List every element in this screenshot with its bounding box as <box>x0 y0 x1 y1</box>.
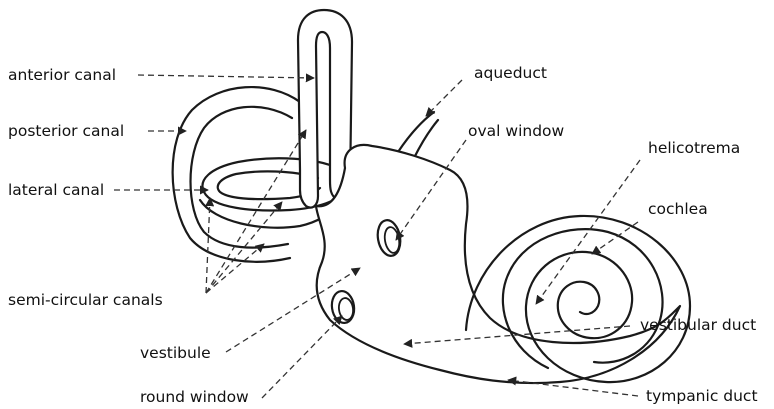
label-aqueduct: aqueduct <box>474 64 547 82</box>
aqueduct-shape <box>398 112 438 158</box>
label-helicotrema: helicotrema <box>648 139 740 157</box>
label-tympanic-duct: tympanic duct <box>646 387 758 405</box>
label-round-window: round window <box>140 388 249 406</box>
leader-aqueduct <box>426 80 462 116</box>
leader-anterior-canal <box>138 75 314 78</box>
label-vestibular-duct: vestibular duct <box>640 316 756 334</box>
leader-scc-1 <box>206 198 210 293</box>
label-anterior-canal: anterior canal <box>8 66 116 84</box>
label-oval-window: oval window <box>468 122 565 140</box>
lateral-canal-shape <box>202 158 345 210</box>
label-vestibule: vestibule <box>140 344 211 362</box>
leader-scc-2 <box>206 130 306 293</box>
label-lateral-canal: lateral canal <box>8 181 104 199</box>
label-posterior-canal: posterior canal <box>8 122 124 140</box>
leader-round-window <box>262 316 342 398</box>
label-semi-circular-canals: semi-circular canals <box>8 291 163 309</box>
leader-scc-4 <box>206 244 264 293</box>
label-cochlea: cochlea <box>648 200 708 218</box>
